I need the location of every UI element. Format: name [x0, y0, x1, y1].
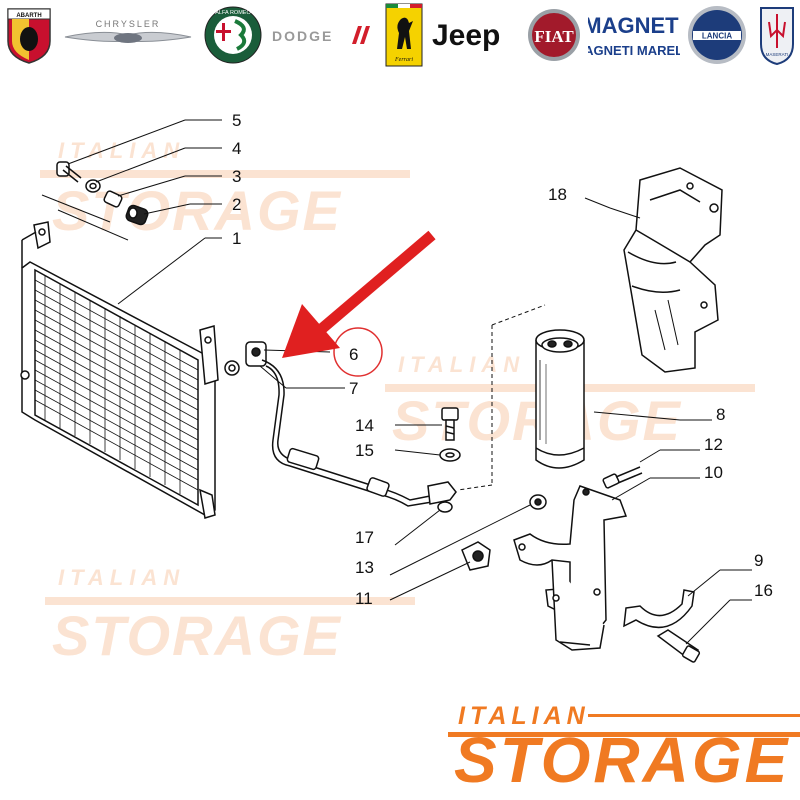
callout-12: 12 — [704, 435, 723, 454]
brand-rule-bottom — [448, 732, 800, 737]
callout-1: 1 — [232, 229, 241, 248]
highlight-circle — [333, 327, 383, 377]
part-15-washer — [439, 448, 461, 462]
dodge-logo-icon: DODGE — [270, 4, 374, 66]
svg-text:MASERATI: MASERATI — [766, 52, 789, 57]
part-3-sleeve — [103, 190, 123, 208]
watermark-top: ITALIAN STORAGE — [40, 138, 410, 242]
brand-logo-bar: ABARTH CHRYSLER ALFA ROMEO DODGE — [0, 0, 800, 72]
alfa-romeo-logo-icon: ALFA ROMEO — [202, 4, 264, 66]
callout-6: 6 — [349, 345, 358, 364]
svg-text:DODGE: DODGE — [272, 28, 333, 44]
callout-16: 16 — [754, 581, 773, 600]
svg-text:Ferrari: Ferrari — [394, 57, 413, 63]
callout-4: 4 — [232, 139, 241, 158]
red-arrow-icon — [282, 230, 436, 358]
chrysler-logo-icon: CHRYSLER — [62, 4, 194, 66]
svg-text:ITALIAN: ITALIAN — [58, 138, 185, 163]
part-16-bolt — [656, 629, 701, 663]
ferrari-logo-icon: Ferrari — [384, 3, 424, 67]
brand-line-storage: STORAGE — [454, 724, 791, 796]
callout-18: 18 — [548, 185, 567, 204]
callout-8: 8 — [716, 405, 725, 424]
part-14-bolt — [441, 407, 459, 441]
part-5-bolt — [56, 161, 82, 183]
part-13-nut — [529, 494, 547, 510]
part-6-7-fitting — [224, 341, 267, 376]
dashed-guides — [457, 304, 546, 491]
part-1-condenser — [20, 221, 219, 519]
callout-3: 3 — [232, 167, 241, 186]
callout-7: 7 — [349, 379, 358, 398]
callout-5: 5 — [232, 111, 241, 130]
maserati-logo-icon: MASERATI — [756, 4, 798, 66]
part-18-bracket — [623, 167, 723, 373]
part-2-grommet — [125, 204, 149, 226]
part-11-clamp — [461, 541, 491, 571]
part-8-receiver-drier — [535, 329, 585, 469]
callout-17: 17 — [355, 528, 374, 547]
callout-11: 11 — [355, 589, 373, 608]
callout-14: 14 — [355, 416, 374, 435]
svg-text:FIAT: FIAT — [534, 27, 574, 46]
callout-10: 10 — [704, 463, 723, 482]
svg-text:ITALIAN: ITALIAN — [58, 565, 185, 590]
svg-text:CHRYSLER: CHRYSLER — [96, 19, 161, 29]
lancia-logo-icon: LANCIA — [684, 4, 750, 66]
svg-text:ALFA ROMEO: ALFA ROMEO — [215, 10, 251, 16]
part-12-bolt — [602, 466, 643, 489]
svg-text:ABARTH: ABARTH — [16, 13, 41, 19]
svg-text:STORAGE: STORAGE — [52, 604, 342, 667]
jeep-logo-icon: Jeep — [430, 4, 514, 66]
callout-2: 2 — [232, 195, 241, 214]
svg-text:MAGNETI MARELLI: MAGNETI MARELLI — [588, 43, 680, 58]
part-10-mounting-bracket — [513, 485, 628, 651]
fittings-group — [41, 161, 149, 241]
brand-line-italian: ITALIAN — [458, 702, 590, 730]
watermark-bottom: ITALIAN STORAGE — [45, 565, 415, 667]
callout-15: 15 — [355, 441, 374, 460]
part-4-ring — [85, 179, 101, 193]
brand-rule-top — [588, 714, 800, 717]
svg-text:STORAGE: STORAGE — [52, 179, 342, 242]
magneti-marelli-logo-icon: MAGNETI MARELLI MAGNETI — [588, 4, 680, 66]
part-17-pipe — [261, 359, 457, 513]
fiat-logo-icon: FIAT — [526, 4, 582, 66]
svg-text:Jeep: Jeep — [432, 19, 500, 52]
part-9-strap — [623, 589, 695, 629]
callout-13: 13 — [355, 558, 374, 577]
svg-text:MAGNETI: MAGNETI — [588, 13, 680, 38]
abarth-logo-icon: ABARTH — [2, 4, 56, 66]
leader-lines — [67, 119, 752, 645]
svg-text:LANCIA: LANCIA — [702, 32, 732, 41]
svg-text:ITALIAN: ITALIAN — [398, 352, 525, 377]
callout-9: 9 — [754, 551, 763, 570]
